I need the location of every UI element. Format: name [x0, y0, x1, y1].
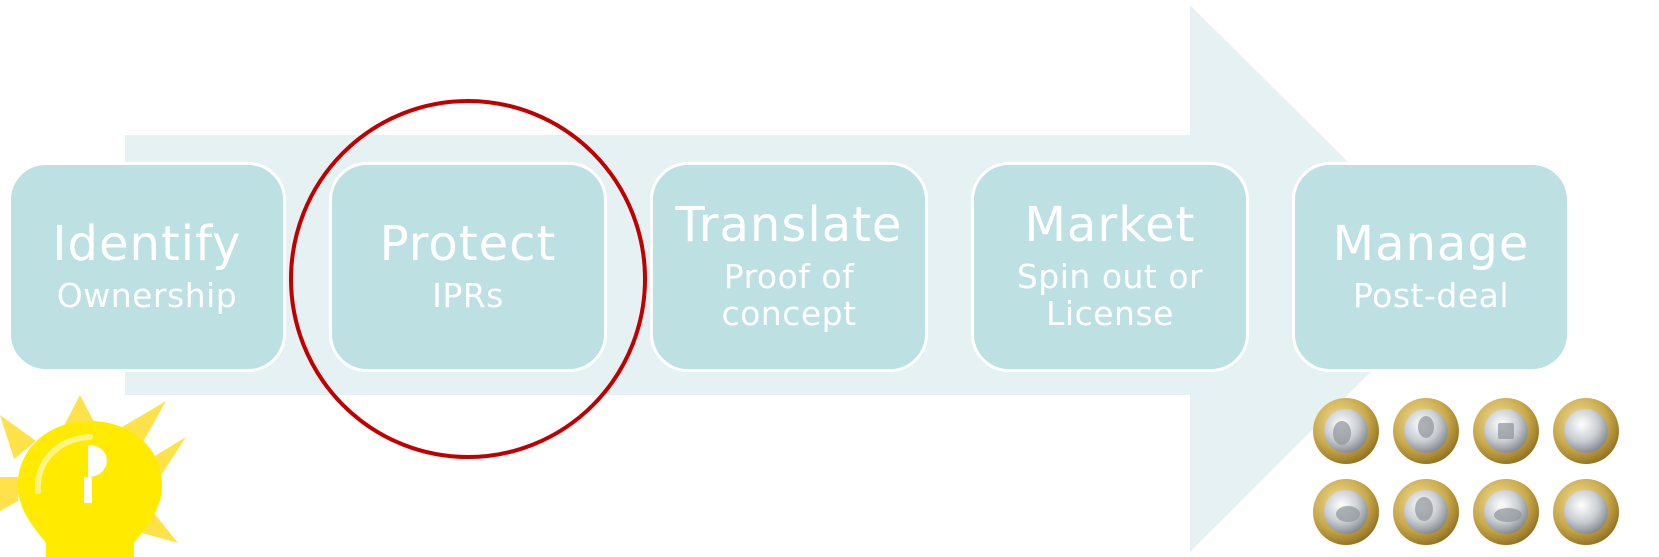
step-subtitle: Ownership	[56, 275, 238, 315]
step-title: Protect	[379, 215, 557, 272]
step-title: Manage	[1332, 215, 1530, 272]
step-manage[interactable]: Manage Post-deal	[1292, 162, 1570, 372]
step-subtitle: Spin out or License	[1016, 257, 1204, 333]
step-subtitle: IPRs	[432, 275, 504, 315]
step-market[interactable]: Market Spin out or License	[971, 162, 1249, 372]
step-subtitle: Proof of concept	[721, 257, 857, 333]
step-protect[interactable]: Protect IPRs	[329, 162, 607, 372]
step-title: Translate	[675, 197, 903, 254]
step-title: Market	[1024, 197, 1196, 254]
step-subtitle: Post-deal	[1352, 275, 1510, 315]
step-translate[interactable]: Translate Proof of concept	[650, 162, 928, 372]
step-identify[interactable]: Identify Ownership	[8, 162, 286, 372]
step-title: Identify	[52, 215, 242, 272]
light-bulb-icon	[0, 395, 186, 557]
euro-coins-icon	[1313, 398, 1619, 545]
